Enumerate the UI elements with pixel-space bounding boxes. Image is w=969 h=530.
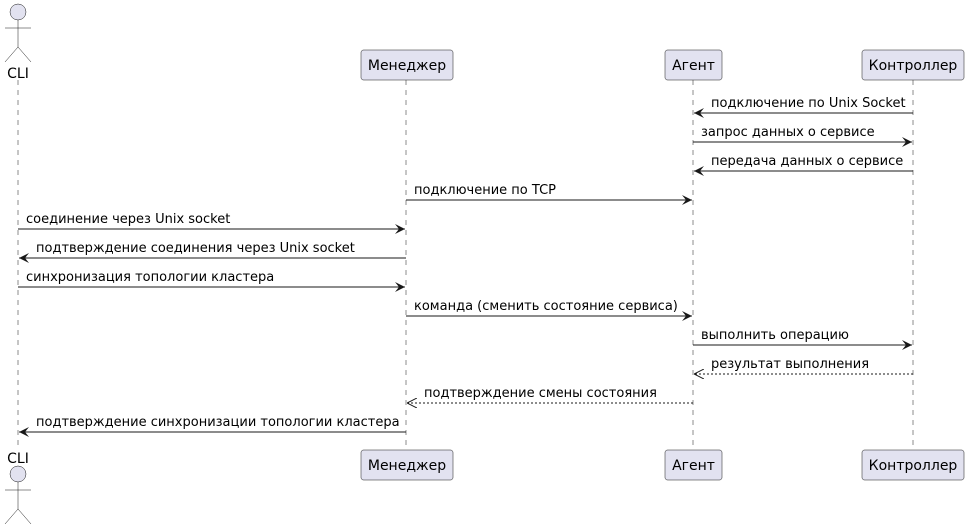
message-12: подтверждение синхронизации топологии кл… [19, 415, 406, 437]
messages: подключение по Unix Socket запрос данных … [18, 96, 913, 437]
message-11: подтверждение смены состояния [407, 386, 693, 403]
participant-label: Агент [672, 58, 715, 74]
message-4: подключение по TCP [406, 183, 692, 205]
participant-rect [360, 49, 454, 81]
actor-figure-bottom-icon [4, 465, 32, 525]
participant-rect [861, 449, 965, 481]
message-7: синхронизация топологии кластера [18, 270, 405, 292]
message-3: передача данных о сервисе [694, 154, 913, 176]
participant-box-bottom-agent[interactable]: Агент [664, 449, 723, 481]
message-label: результат выполнения [711, 357, 869, 372]
message-label: команда (сменить состояние сервиса) [414, 299, 678, 314]
participants: CLICLIМенеджерМенеджерАгентАгентКонтролл… [4, 3, 965, 525]
actor-label-bottom-cli: CLI [7, 451, 29, 467]
participant-label: Менеджер [368, 458, 446, 474]
message-label: подтверждение синхронизации топологии кл… [36, 415, 400, 430]
message-8: команда (сменить состояние сервиса) [406, 299, 692, 321]
message-label: запрос данных о сервисе [701, 125, 875, 140]
message-10: результат выполнения [694, 357, 913, 374]
message-label: соединение через Unix socket [26, 212, 230, 227]
participant-rect [664, 449, 723, 481]
message-5: соединение через Unix socket [18, 212, 405, 234]
message-label: подключение по TCP [414, 183, 556, 198]
participant-box-top-manager[interactable]: Менеджер [360, 49, 454, 81]
participant-box-bottom-controller[interactable]: Контроллер [861, 449, 965, 481]
message-label: синхронизация топологии кластера [26, 270, 274, 285]
participant-box-top-agent[interactable]: Агент [664, 49, 723, 81]
message-label: выполнить операцию [701, 328, 849, 343]
message-2: запрос данных о сервисе [693, 125, 912, 147]
message-6: подтверждение соединения через Unix sock… [19, 241, 406, 263]
actor-figure-top-icon [4, 3, 32, 63]
actor-label-top-cli: CLI [7, 66, 29, 82]
participant-rect [664, 49, 723, 81]
participant-label: Контроллер [869, 58, 958, 74]
participant-label: Агент [672, 458, 715, 474]
participant-label: Контроллер [869, 458, 958, 474]
participant-label: Менеджер [368, 58, 446, 74]
participant-rect [360, 449, 454, 481]
message-label: подтверждение соединения через Unix sock… [36, 241, 355, 256]
participant-box-bottom-manager[interactable]: Менеджер [360, 449, 454, 481]
participant-rect [861, 49, 965, 81]
message-label: подключение по Unix Socket [711, 96, 906, 111]
participant-box-top-controller[interactable]: Контроллер [861, 49, 965, 81]
message-label: передача данных о сервисе [711, 154, 903, 169]
message-1: подключение по Unix Socket [694, 96, 913, 118]
message-label: подтверждение смены состояния [424, 386, 657, 401]
message-9: выполнить операцию [693, 328, 912, 350]
